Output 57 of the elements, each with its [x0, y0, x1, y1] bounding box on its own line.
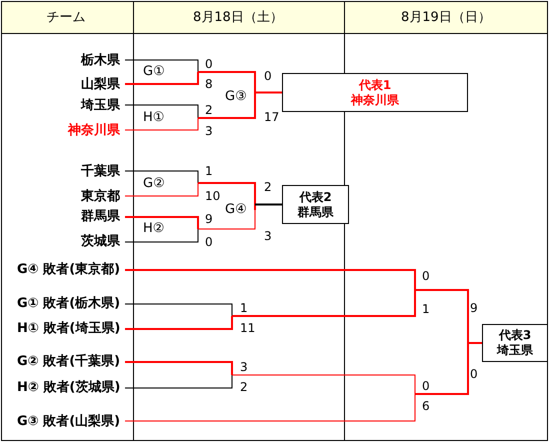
team-name: 群馬県: [81, 209, 120, 225]
score: 3: [205, 123, 213, 139]
column-header: 8月18日（土）: [193, 10, 283, 26]
score: 2: [205, 102, 213, 118]
match-label: G①: [143, 64, 165, 80]
score: 9: [470, 300, 478, 316]
team-name: 神奈川県: [68, 123, 120, 139]
result-text: 代表2: [299, 190, 332, 204]
result-text: 群馬県: [298, 204, 334, 220]
score: 0: [470, 366, 478, 382]
match-label: G③: [225, 89, 247, 105]
team-name: 山梨県: [81, 77, 120, 93]
score: 1: [205, 163, 213, 179]
team-name: 栃木県: [81, 53, 120, 69]
score: 8: [205, 76, 213, 92]
column-header: チーム: [46, 10, 86, 26]
team-name: 千葉県: [81, 164, 120, 180]
match-label: H②: [143, 221, 164, 237]
score: 1: [422, 301, 430, 317]
team-name: G① 敗者(栃木県): [17, 296, 120, 312]
result-text: 神奈川県: [351, 92, 399, 108]
score: 9: [205, 211, 213, 227]
score: 11: [240, 320, 256, 336]
team-name: 東京都: [81, 189, 120, 205]
match-label: G②: [143, 176, 165, 192]
column-header: 8月19日（日）: [401, 10, 491, 26]
result-box: [282, 185, 349, 224]
connector-line: [255, 92, 282, 94]
connector-line: [255, 204, 282, 206]
score: 0: [205, 56, 213, 72]
result-text: 埼玉県: [497, 343, 533, 358]
team-name: G② 敗者(千葉県): [17, 354, 120, 370]
team-name: H② 敗者(茨城県): [17, 380, 120, 396]
result-box: [482, 324, 548, 362]
score: 0: [422, 378, 430, 394]
result-text: 代表3: [498, 328, 532, 343]
score: 0: [205, 234, 213, 250]
score: 6: [422, 398, 430, 414]
score: 3: [264, 228, 272, 244]
score: 3: [240, 359, 248, 375]
team-name: G④ 敗者(東京都): [17, 262, 120, 278]
score: 0: [264, 68, 272, 84]
team-name: 埼玉県: [81, 98, 120, 114]
score: 17: [264, 109, 280, 125]
score: 10: [205, 188, 220, 204]
team-name: H① 敗者(埼玉県): [17, 321, 120, 337]
result-box: [282, 73, 468, 112]
connector-line: [468, 342, 482, 344]
score: 0: [422, 268, 430, 284]
result-text: 代表1: [358, 78, 392, 92]
team-name: G③ 敗者(山梨県): [17, 414, 120, 430]
score: 2: [240, 379, 248, 395]
score: 1: [240, 300, 248, 316]
match-label: H①: [143, 110, 164, 126]
match-label: G④: [225, 202, 247, 218]
team-name: 茨城県: [81, 234, 120, 250]
score: 2: [264, 179, 272, 195]
